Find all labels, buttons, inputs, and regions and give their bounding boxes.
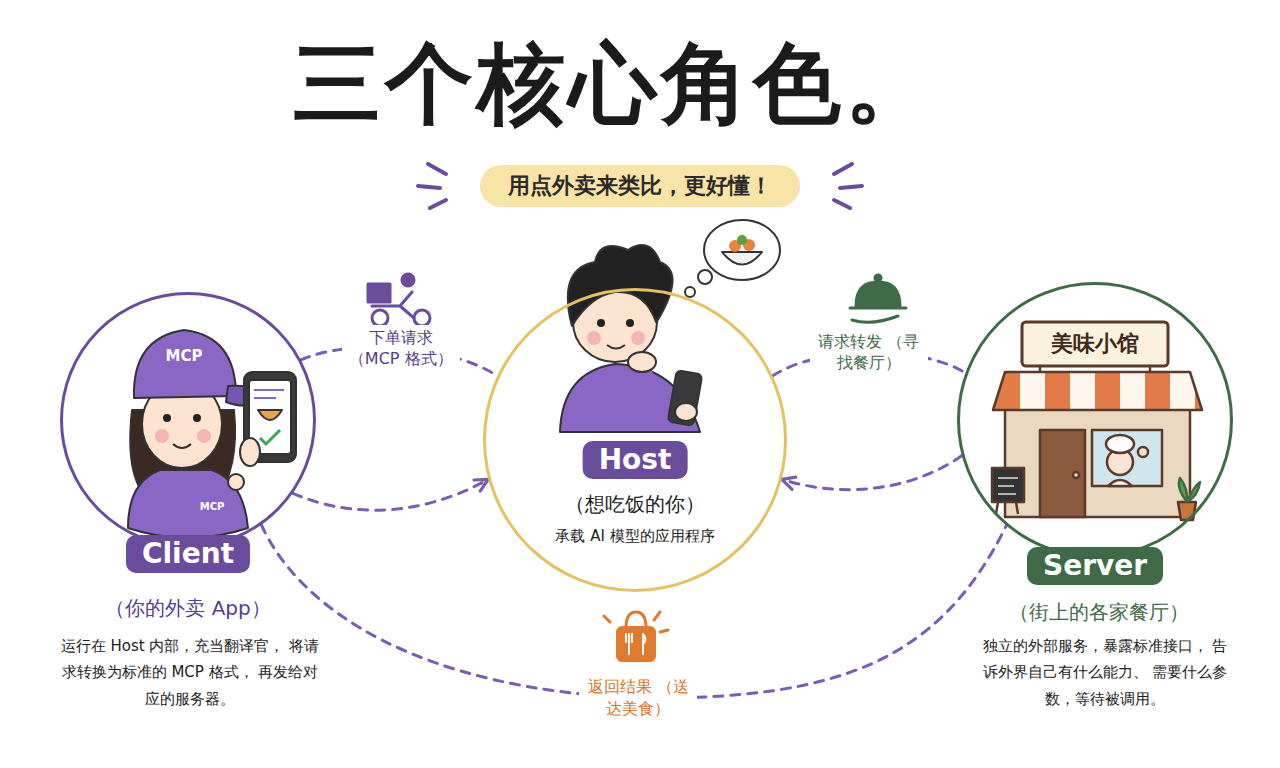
delivery-girl-part — [240, 438, 260, 466]
restaurant-part — [1092, 430, 1162, 486]
role-analogy: （想吃饭的你） — [565, 491, 705, 518]
hungry-boy-part — [704, 220, 780, 280]
diagram-title: 三个核心角色。 — [293, 36, 937, 133]
restaurant-part — [1022, 322, 1168, 366]
hungry-boy-part — [668, 370, 703, 426]
cap-logo: MCP — [166, 347, 203, 365]
hungry-boy-part — [568, 245, 673, 326]
shop-sign: 美味小馆 — [1051, 329, 1139, 359]
hungry-boy-part — [631, 331, 645, 345]
delivery-girl-part — [260, 430, 280, 444]
bag-icon — [604, 612, 668, 662]
hungry-boy-part — [737, 235, 747, 245]
hungry-boy-part — [628, 352, 656, 372]
scooter-icon-part — [414, 310, 430, 326]
bag-icon-part — [626, 612, 646, 628]
subtitle-banner: 用点外卖来类比，更好懂！ — [480, 165, 800, 207]
scooter-icon-part — [372, 310, 388, 326]
delivery-girl-part — [197, 429, 211, 443]
delivery-girl-part — [128, 470, 248, 538]
delivery-girl-part — [134, 330, 236, 398]
delivery-girl-part — [163, 414, 171, 422]
banner-sparks-part — [428, 164, 446, 174]
dashed-connector — [293, 479, 488, 510]
hungry-boy-part — [646, 368, 664, 412]
banner-sparks-part — [430, 200, 446, 208]
role-name: Client — [126, 535, 250, 573]
role-description: 承载 AI 模型的应用程序 — [515, 523, 755, 549]
hungry-boy-part — [626, 319, 634, 327]
restaurant-part — [1106, 435, 1134, 453]
hungry-boy-part — [597, 319, 605, 327]
restaurant-part — [1138, 447, 1148, 457]
hungry-boy-part — [685, 287, 695, 297]
role-analogy: （街上的各家餐厅） — [1009, 599, 1189, 626]
banner-sparks-part — [834, 164, 852, 174]
restaurant-part — [1040, 430, 1085, 517]
cloche-icon-part — [875, 275, 881, 281]
delivery-girl-part — [254, 389, 284, 391]
restaurant — [992, 322, 1202, 520]
role-circle: Server（街上的各家餐厅）独立的外部服务，暴露标准接口， 告诉外界自己有什么… — [957, 282, 1233, 558]
delivery-girl-part — [193, 414, 201, 422]
hungry-boy-part — [607, 345, 625, 349]
delivery-girl-part — [258, 410, 282, 420]
cloche-icon-part — [852, 316, 898, 322]
role-name: Host — [583, 441, 688, 479]
restaurant-part — [993, 372, 1202, 410]
cloche-icon — [850, 275, 906, 322]
bag-icon-part — [616, 626, 656, 662]
restaurant-part — [1005, 405, 1190, 517]
banner-sparks-part — [834, 200, 850, 208]
scooter-icon-part — [402, 274, 414, 286]
bag-icon-part — [604, 612, 668, 632]
role-description: 独立的外部服务，暴露标准接口， 告诉外界自己有什么能力、 需要什么参数，等待被调… — [979, 633, 1231, 712]
edge-label: 请求转发 （寻找餐厅） — [810, 329, 928, 376]
delivery-girl-part — [173, 444, 191, 448]
restaurant-part — [1073, 472, 1079, 478]
hungry-boy-part — [698, 270, 712, 284]
edge-label: 下单请求 （MCP 格式） — [342, 325, 460, 372]
role-description: 运行在 Host 内部，充当翻译官， 将请求转换为标准的 MCP 格式， 再发给… — [59, 633, 321, 712]
restaurant-part — [1179, 478, 1200, 502]
delivery-girl — [128, 330, 296, 538]
role-name: Server — [1027, 547, 1163, 585]
edge-label: 返回结果 （送达美食） — [579, 674, 697, 721]
banner-sparks — [418, 164, 862, 208]
scooter-icon-part — [368, 284, 390, 302]
cloche-icon-part — [856, 282, 900, 306]
restaurant-part — [998, 478, 1018, 494]
restaurant-part — [1108, 480, 1132, 486]
hungry-boy-part — [722, 252, 762, 265]
role-circle: Host （想吃饭的你） 承载 AI 模型的应用程序 — [483, 288, 787, 592]
banner-sparks-part — [840, 186, 862, 188]
dashed-connector — [782, 456, 962, 490]
role-analogy: （你的外卖 App） — [105, 595, 270, 622]
shirt-logo: MCP — [200, 501, 225, 512]
banner-sparks-part — [418, 186, 440, 188]
hungry-boy-part — [675, 403, 697, 421]
hungry-boy — [560, 220, 780, 432]
restaurant-part — [1178, 502, 1196, 520]
hungry-boy-part — [587, 331, 601, 345]
delivery-girl-part — [155, 429, 169, 443]
bag-icon-part — [626, 634, 646, 654]
delivery-girl-part — [228, 474, 244, 490]
scooter-icon — [368, 274, 430, 326]
cloche-icon-part — [850, 307, 906, 310]
delivery-girl-part — [254, 397, 276, 399]
dashed-connector — [261, 525, 1006, 698]
restaurant-part — [992, 468, 1024, 502]
role-circle: Client（你的外卖 App）运行在 Host 内部，充当翻译官， 将请求转换… — [60, 292, 316, 548]
